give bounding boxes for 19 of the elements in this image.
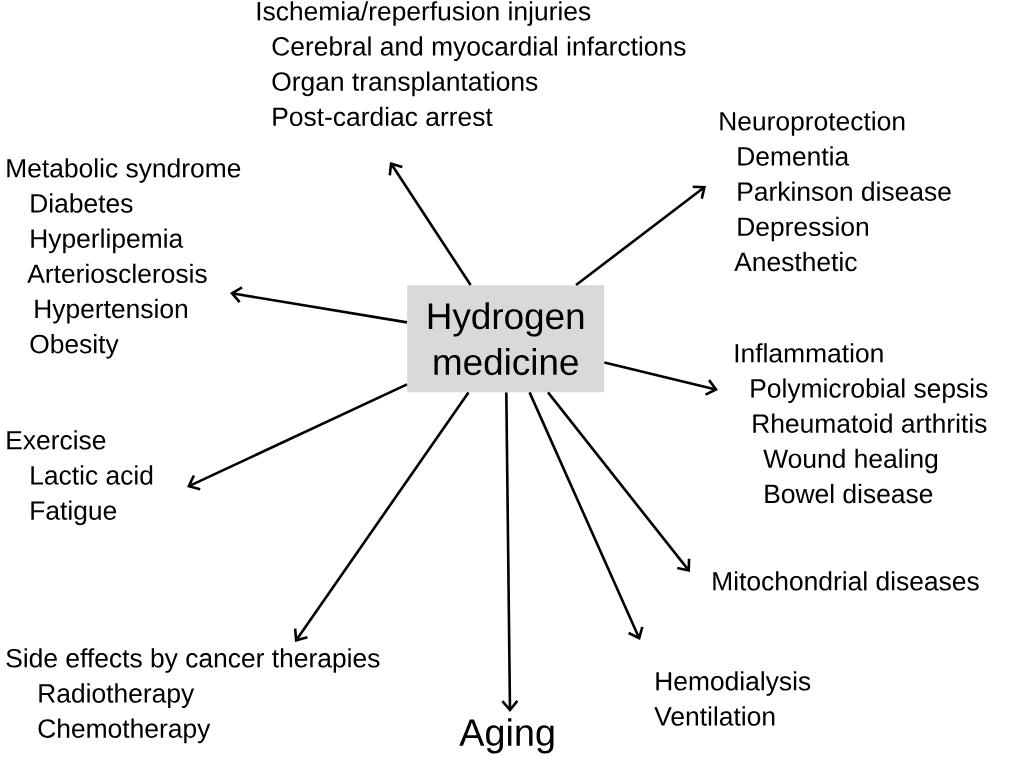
arrow [388, 162, 472, 286]
center-box: Hydrogen medicine [407, 285, 605, 393]
topic-list: Exercise Lactic acid Fatigue [7, 430, 153, 526]
topic-list: Hemodialysis Ventilation [654, 671, 811, 726]
arrow [230, 286, 408, 324]
topic-list: Aging [459, 718, 554, 754]
topic-list: Inflammation Polymicrobial sepsis Rheumatoid arthritis Wound healing Bowel disease [735, 343, 988, 504]
arrow [604, 361, 718, 396]
topic-list: Ischemia/reperfusion injuries Cerebral and myocardial infarctions Organ transplantations Post-cardiac arrest [257, 1, 686, 127]
arrow [528, 391, 644, 640]
arrow [187, 383, 408, 491]
arrow [293, 391, 470, 642]
arrow [575, 185, 706, 287]
topic-list: Side effects by cancer therapies Radiotherapy Chemotherapy [6, 648, 380, 744]
topic-list: Mitochondrial diseases [713, 571, 979, 591]
arrow [547, 391, 691, 572]
topic-list: Metabolic syndrome Diabetes Hyperlipemia Arteriosclerosis Hypertension Obesity [7, 158, 241, 359]
topic-list: Neuroprotection Dementia Parkinson disease Depression Anesthetic [720, 111, 951, 272]
arrow [501, 392, 519, 712]
